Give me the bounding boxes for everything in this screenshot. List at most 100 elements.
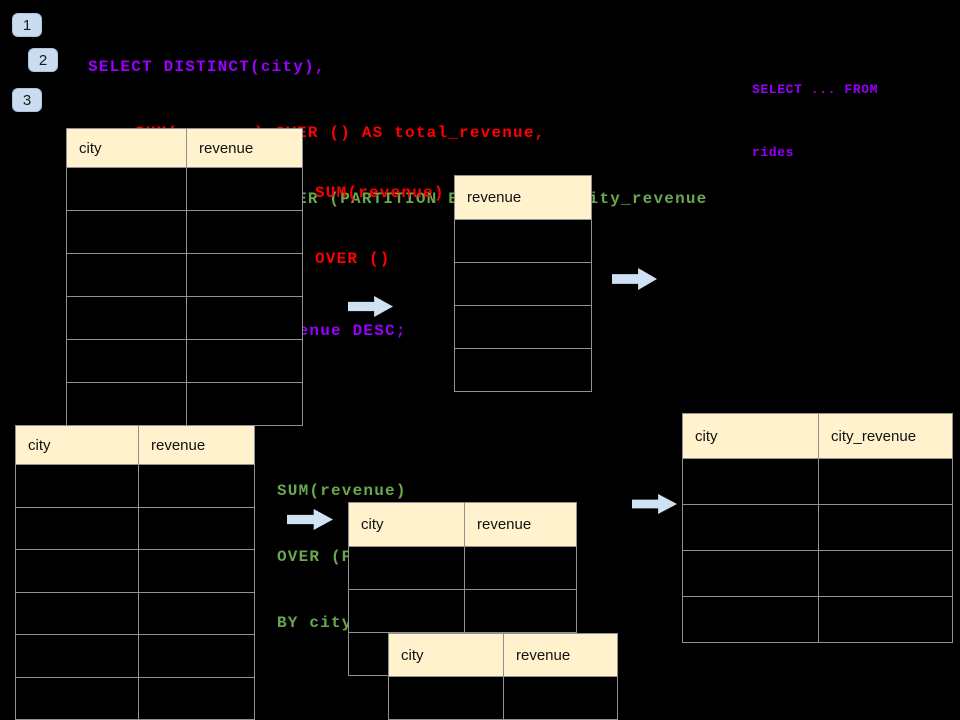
table-cell — [683, 505, 818, 550]
table-cell — [349, 590, 464, 632]
table-cell — [16, 635, 138, 677]
table-cell — [818, 551, 952, 596]
table-cell — [683, 551, 818, 596]
step-badge-2-label: 2 — [38, 51, 48, 69]
column-header-revenue: revenue — [503, 634, 617, 676]
table-source-top-header: city revenue — [67, 129, 302, 168]
table-cell — [138, 635, 254, 677]
table-cell — [464, 547, 576, 589]
table-cell — [186, 168, 302, 210]
right-arrow-icon — [632, 494, 677, 514]
table-cell — [455, 349, 591, 391]
table-source-bottom-header: city revenue — [16, 426, 254, 465]
table-row — [683, 597, 952, 642]
column-header-city: city — [79, 139, 102, 157]
table-total-result-body — [455, 220, 591, 391]
table-cell — [67, 383, 186, 425]
sql-line-select: SELECT DISTINCT(city), — [88, 58, 326, 76]
table-source-top-body — [67, 168, 302, 425]
table-cell — [818, 505, 952, 550]
table-source-top: city revenue — [66, 128, 303, 426]
table-final-result-body — [683, 459, 952, 642]
table-total-result: revenue — [454, 175, 592, 392]
table-row — [67, 168, 302, 211]
table-cell — [186, 254, 302, 296]
table-row — [349, 590, 576, 633]
table-row — [67, 254, 302, 297]
table-row — [683, 551, 952, 597]
column-header-city: city — [401, 646, 424, 664]
step-badge-1: 1 — [12, 13, 42, 37]
side-note: SELECT ... FROM rides — [752, 37, 878, 205]
table-cell — [503, 677, 617, 719]
table-row — [16, 550, 254, 593]
side-note-line-2: rides — [752, 145, 795, 160]
table-cell — [67, 168, 186, 210]
table-row — [683, 459, 952, 505]
table-cell — [16, 593, 138, 635]
table-cell — [138, 550, 254, 592]
table-row — [455, 263, 591, 306]
table-cell — [16, 550, 138, 592]
table-cell — [16, 508, 138, 550]
annotation-total-line-2: OVER () — [315, 250, 391, 268]
table-row — [67, 211, 302, 254]
column-header-city: city — [28, 436, 51, 454]
table-cell — [138, 507, 254, 549]
table-cell — [67, 340, 186, 382]
column-header-city-revenue: city_revenue — [818, 414, 952, 458]
table-cell — [138, 465, 254, 507]
side-note-line-1: SELECT ... FROM — [752, 82, 879, 97]
table-cell — [455, 306, 591, 348]
annotation-total-line-1: SUM(revenue) — [315, 184, 445, 202]
table-row — [16, 465, 254, 508]
table-row — [349, 547, 576, 590]
table-final-result-header: city city_revenue — [683, 414, 952, 459]
table-cell — [683, 459, 818, 504]
table-row — [389, 677, 617, 720]
annotation-partition-line-1: SUM(revenue) — [277, 482, 407, 500]
table-cell — [67, 297, 186, 339]
column-header-city: city — [361, 516, 384, 533]
table-cell — [455, 263, 591, 305]
step-badge-3-label: 3 — [22, 91, 32, 109]
table-row — [16, 507, 254, 550]
step-badge-2: 2 — [28, 48, 58, 72]
table-cell — [16, 678, 138, 720]
column-header-revenue: revenue — [138, 426, 254, 464]
column-header-city: city — [695, 427, 718, 445]
table-row — [16, 677, 254, 720]
table-cell — [67, 254, 186, 296]
annotation-total-revenue: SUM(revenue) OVER () — [315, 138, 445, 314]
table-partition-overlay: city revenue — [388, 633, 618, 720]
table-cell — [349, 547, 464, 589]
table-cell — [186, 340, 302, 382]
table-row — [683, 505, 952, 551]
table-row — [67, 340, 302, 383]
table-cell — [16, 465, 138, 507]
table-partition-mid-header: city revenue — [349, 503, 576, 547]
table-row — [455, 349, 591, 391]
step-badge-3: 3 — [12, 88, 42, 112]
column-header-revenue: revenue — [464, 503, 576, 546]
table-partition-overlay-body — [389, 677, 617, 720]
table-partition-overlay-header: city revenue — [389, 634, 617, 677]
table-row — [67, 297, 302, 340]
table-source-bottom-body — [16, 465, 254, 719]
table-row — [455, 220, 591, 263]
table-row — [455, 306, 591, 349]
table-cell — [186, 383, 302, 425]
table-source-bottom: city revenue — [15, 425, 255, 720]
table-cell — [67, 211, 186, 253]
step-badge-1-label: 1 — [22, 16, 32, 34]
table-row — [16, 592, 254, 635]
column-header-revenue: revenue — [186, 129, 302, 167]
table-cell — [138, 677, 254, 719]
table-cell — [186, 297, 302, 339]
table-cell — [464, 590, 576, 632]
table-cell — [818, 459, 952, 504]
table-final-result: city city_revenue — [682, 413, 953, 643]
table-cell — [455, 220, 591, 262]
column-header-revenue: revenue — [467, 189, 522, 206]
